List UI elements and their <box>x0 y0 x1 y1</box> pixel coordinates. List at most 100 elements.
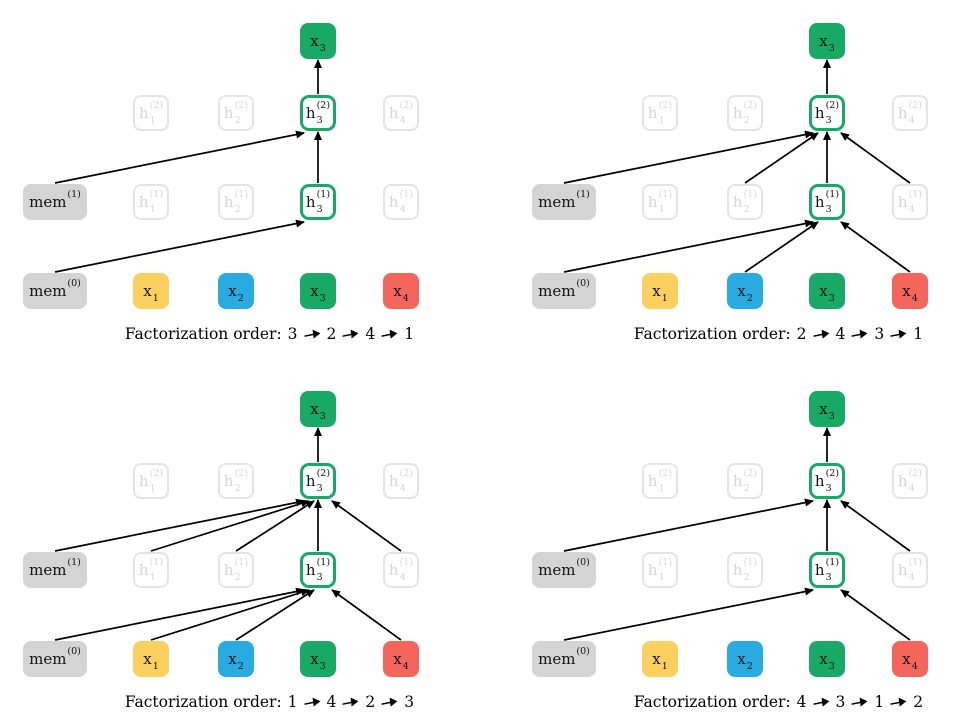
node-scripts: (1)2 <box>744 190 757 214</box>
node-label: x <box>310 649 319 668</box>
node-scripts: 3 <box>829 29 835 53</box>
node-scripts: (2)1 <box>659 469 672 493</box>
node-subscript: 3 <box>825 203 832 215</box>
node-subscript: 4 <box>911 660 918 672</box>
node-label: mem <box>29 560 67 579</box>
node-label: h <box>814 192 825 211</box>
node-label: h <box>305 103 316 122</box>
caption-prefix: Factorization order: <box>633 693 791 711</box>
edge-h1_1-to-h3_2 <box>150 499 310 552</box>
node-superscript: (1) <box>825 557 840 568</box>
node-superscript: (2) <box>316 468 331 479</box>
node-label: h <box>388 103 399 122</box>
node-label: h <box>388 192 399 211</box>
factorization-step: 2 <box>913 693 924 711</box>
node-superscript: (0) <box>576 557 590 568</box>
node-h1_2: h(2)1 <box>642 463 678 499</box>
node-subscript: 1 <box>658 114 665 126</box>
node-superscript: (1) <box>908 189 923 200</box>
node-subscript: 1 <box>661 292 668 304</box>
node-superscript: (1) <box>234 189 249 200</box>
node-scripts: (1) <box>67 190 80 214</box>
node-h2_2: h(2)2 <box>218 95 254 131</box>
node-label: h <box>223 192 234 211</box>
node-scripts: 1 <box>153 647 159 671</box>
node-scripts: (1)4 <box>909 190 922 214</box>
edges-layer <box>54 59 322 273</box>
node-superscript: (1) <box>908 557 923 568</box>
node-label: h <box>732 192 743 211</box>
factorization-step: 1 <box>404 325 415 343</box>
node-subscript: 1 <box>658 482 665 494</box>
node-scripts: (0) <box>576 279 589 303</box>
node-h1_1: h(1)1 <box>133 552 169 588</box>
right-arrow-icon <box>381 697 398 707</box>
node-subscript: 1 <box>152 292 159 304</box>
node-scripts: (0) <box>67 279 80 303</box>
node-subscript: 4 <box>399 114 406 126</box>
factorization-step: 4 <box>326 693 337 711</box>
edge-x4-to-h3_1 <box>331 589 402 641</box>
node-h4_1: h(1)4 <box>892 552 928 588</box>
node-label: mem <box>538 560 576 579</box>
node-subscript: 3 <box>319 292 326 304</box>
node-subscript: 4 <box>911 292 918 304</box>
node-superscript: (2) <box>658 468 673 479</box>
node-subscript: 3 <box>316 571 323 583</box>
edge-x4-to-h3_1 <box>840 589 911 641</box>
node-superscript: (2) <box>908 100 923 111</box>
edge-h4_1-to-h3_2 <box>840 132 911 184</box>
factorization-step: 3 <box>835 693 846 711</box>
node-label: x <box>393 281 402 300</box>
node-scripts: (2)3 <box>317 469 330 493</box>
node-label: h <box>814 103 825 122</box>
edge-mem1-to-h3_2 <box>54 130 305 184</box>
node-subscript: 4 <box>908 114 915 126</box>
node-h4_1: h(1)4 <box>892 184 928 220</box>
node-subscript: 1 <box>149 114 156 126</box>
node-label: x <box>737 649 746 668</box>
node-superscript: (1) <box>67 189 81 200</box>
node-scripts: 1 <box>662 279 668 303</box>
node-mem0: mem(0) <box>532 273 596 309</box>
node-scripts: (1)3 <box>317 190 330 214</box>
node-subscript: 3 <box>828 660 835 672</box>
node-label: h <box>732 103 743 122</box>
node-superscript: (1) <box>743 189 758 200</box>
node-scripts: (1) <box>67 558 80 582</box>
factorization-step: 1 <box>287 693 298 711</box>
right-arrow-icon <box>812 329 829 339</box>
node-superscript: (0) <box>576 646 590 657</box>
node-superscript: (1) <box>149 189 164 200</box>
node-subscript: 4 <box>399 482 406 494</box>
node-h4_2: h(2)4 <box>383 95 419 131</box>
node-scripts: (0) <box>67 647 80 671</box>
node-scripts: (1)1 <box>150 558 163 582</box>
node-subscript: 1 <box>152 660 159 672</box>
factorization-step: 2 <box>796 325 807 343</box>
right-arrow-icon <box>342 329 359 339</box>
factorization-step: 3 <box>404 693 415 711</box>
node-superscript: (2) <box>658 100 673 111</box>
node-subscript: 3 <box>316 482 323 494</box>
node-mem1: mem(1) <box>23 184 87 220</box>
right-arrow-icon <box>851 697 868 707</box>
caption-prefix: Factorization order: <box>633 325 791 343</box>
node-scripts: 1 <box>153 279 159 303</box>
node-scripts: (2)2 <box>744 469 757 493</box>
factorization-step: 2 <box>365 693 376 711</box>
node-mem1: mem(1) <box>23 552 87 588</box>
node-h2_1: h(1)2 <box>218 184 254 220</box>
node-subscript: 2 <box>746 660 753 672</box>
node-superscript: (1) <box>658 189 673 200</box>
node-label: h <box>897 560 908 579</box>
node-label: mem <box>29 281 67 300</box>
node-subscript: 2 <box>743 203 750 215</box>
